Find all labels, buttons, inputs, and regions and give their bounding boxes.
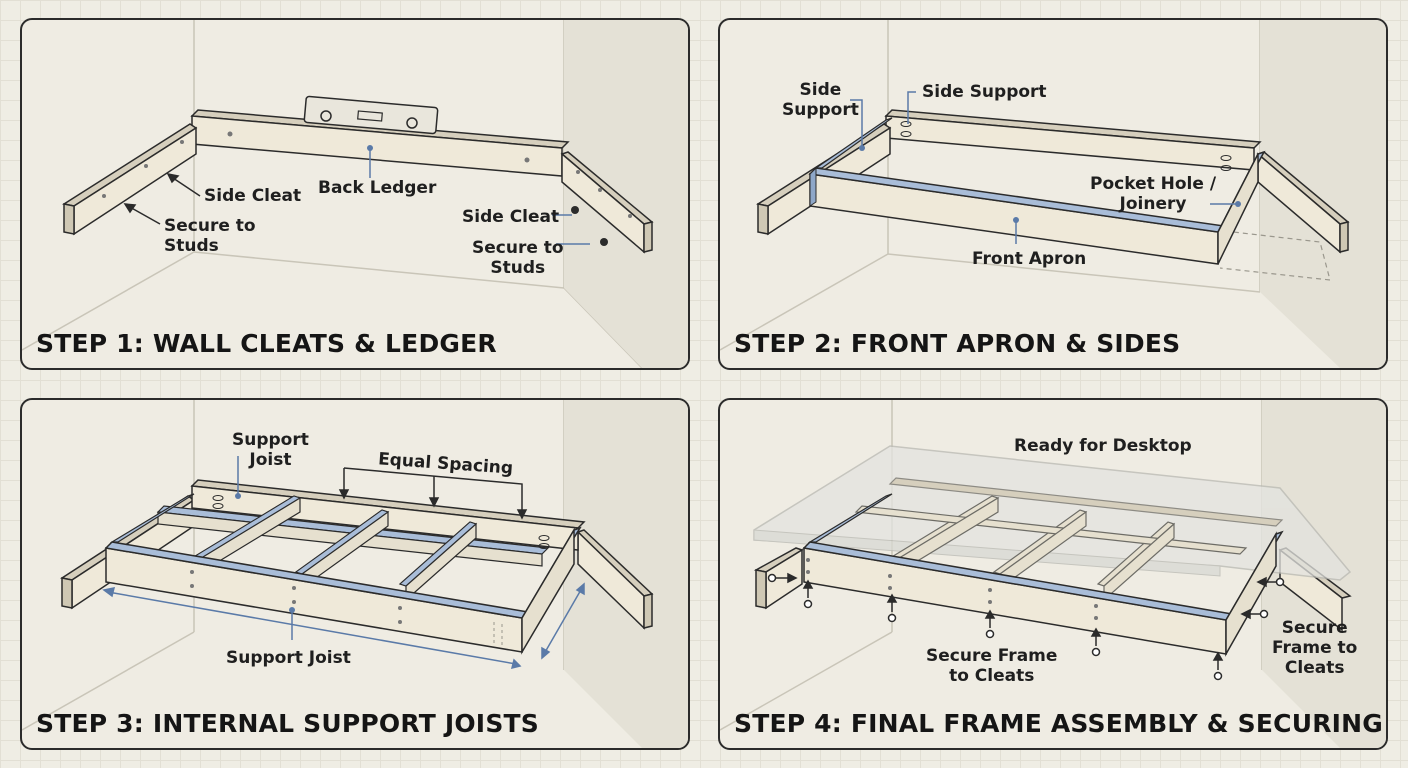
step-2-title: STEP 2: FRONT APRON & SIDES [734, 329, 1181, 358]
screw-icons [767, 572, 1285, 681]
label-support-joist-top: Support Joist [232, 430, 309, 470]
label-secure-frame-to-cleats: Secure Frame to Cleats [926, 646, 1058, 686]
label-support-joist-bottom: Support Joist [226, 648, 351, 668]
label-secure-to-studs-right: Secure to Studs [472, 238, 564, 278]
label-side-support-left: Side Support [782, 80, 859, 120]
label-side-cleat-left: Side Cleat [204, 186, 302, 206]
step-2-panel: Side Support Side Support Pocket Hole / … [718, 18, 1388, 370]
label-side-support-top: Side Support [922, 82, 1047, 102]
step-3-title: STEP 3: INTERNAL SUPPORT JOISTS [36, 709, 539, 738]
label-pocket-hole-joinery: Pocket Hole / Joinery [1090, 174, 1217, 214]
step-4-title: STEP 4: FINAL FRAME ASSEMBLY & SECURING [734, 709, 1383, 738]
step-3-illustration [22, 400, 688, 748]
label-secure-frame-to-cleats-right: Secure Frame to Cleats [1272, 618, 1358, 678]
step-1-title: STEP 1: WALL CLEATS & LEDGER [36, 329, 497, 358]
level-tool [303, 95, 439, 135]
label-front-apron: Front Apron [972, 249, 1087, 269]
label-ready-for-desktop: Ready for Desktop [1014, 436, 1192, 456]
step-4-illustration [720, 400, 1386, 748]
step-4-panel: Ready for Desktop Secure Frame to Cleats… [718, 398, 1388, 750]
right-side-support [1217, 150, 1266, 265]
left-side-cleat [62, 123, 198, 236]
label-secure-to-studs-left: Secure to Studs [164, 216, 256, 256]
label-back-ledger: Back Ledger [318, 178, 437, 198]
step-2-illustration [720, 20, 1386, 368]
step-1-illustration [22, 20, 688, 368]
step-3-panel: Support Joist Equal Spacing Support Jois… [20, 398, 690, 750]
label-side-cleat-right: Side Cleat [462, 207, 560, 227]
step-1-panel: Side Cleat Back Ledger Secure to Studs S… [20, 18, 690, 370]
right-side-cleat [560, 151, 654, 254]
